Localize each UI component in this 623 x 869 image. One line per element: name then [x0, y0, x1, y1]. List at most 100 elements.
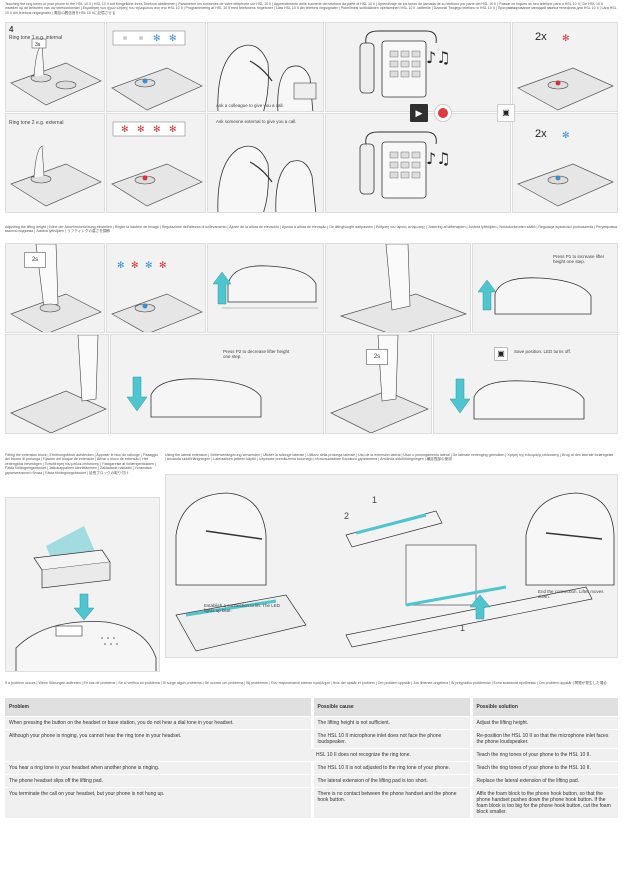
troubleshooting-table: Problem Possible cause Possible solution… — [5, 698, 618, 818]
lifter-lower-illustration — [449, 378, 585, 420]
save-icon: ▣ — [494, 347, 508, 361]
blue-star-icon: ✻ — [562, 131, 570, 141]
arrow-down-icon — [449, 378, 471, 414]
record-icon — [434, 104, 452, 122]
desk-phone-illustration: ♪♫ — [359, 131, 451, 199]
table-row: You terminate the call on your headset, … — [5, 787, 618, 818]
panel-base-station-ring2: Ring tone 2 e.g. external — [5, 113, 105, 213]
save-note: Save position. LED turns off. — [514, 349, 571, 354]
panel-phone-ringing-1: ♪♫ — [325, 22, 511, 112]
ask-external-note: Ask someone external to give you a call. — [216, 119, 297, 124]
cause-cell: The HSL 10 II microphone inlet does not … — [310, 729, 471, 749]
header-problem: Problem — [5, 698, 312, 717]
cause-cell: The lateral extension of the lifting pad… — [310, 774, 471, 788]
end-connection-note: End the connection. Lifter moves down. — [538, 589, 604, 600]
lifter-raise-illustration — [212, 265, 318, 309]
arrow-down-icon — [126, 376, 148, 412]
panel-lifter-up — [207, 243, 324, 333]
arrow-down-icon — [73, 593, 95, 621]
section-header-teach-ringtones: Teaching the ring tones of your phone to… — [5, 2, 617, 15]
desk-phone-illustration: ♪♫ — [359, 30, 451, 98]
led-flashing-illustration: ✻ ✻ ✻ ✻ — [111, 261, 203, 332]
svg-text:✻: ✻ — [159, 261, 167, 271]
header-cause: Possible cause — [310, 698, 471, 717]
finger-press-illustration — [339, 244, 468, 332]
lifter-lower-illustration — [126, 376, 262, 418]
arrow-up-icon — [477, 279, 497, 311]
multiplier-2: 2x — [535, 128, 547, 140]
lifter-raise-illustration — [477, 277, 592, 315]
cause-cell: The lifting height is not sufficient. — [310, 716, 471, 730]
led-indicator-illustration: ✻ ✻ ✻ ✻ — [111, 121, 203, 207]
table-row: When pressing the button on the headset … — [5, 716, 618, 730]
establish-connection-note: Establish a connection to lift. The LED … — [204, 603, 280, 614]
svg-text:✻: ✻ — [145, 261, 153, 271]
svg-text:✻: ✻ — [117, 261, 125, 271]
finger-press-illustration — [10, 244, 102, 332]
panel-press-p2-finger — [5, 334, 109, 434]
panel-press-p1: Press P1 to increase lifter height one s… — [472, 243, 618, 333]
base-station-led-illustration: ✻ — [517, 34, 614, 111]
problem-cell: The phone headset slips off the lifting … — [5, 774, 312, 788]
panel-external-call: Ask someone external to give you a call. — [207, 113, 324, 213]
svg-text:✻: ✻ — [153, 34, 161, 44]
section-header-adjust-height: Adjusting the lifting height | Höhe der … — [5, 225, 617, 234]
panel-led-ring2: ✻ ✻ ✻ ✻ — [106, 113, 206, 213]
section-header-lateral-extension: Using the lateral extension | Seitenverl… — [165, 453, 614, 462]
ring1-label: Ring tone 1 e.g. internal — [9, 35, 63, 41]
panel-led-confirm-1: ✻ 2x — [512, 22, 618, 112]
panel-lateral-extension: Establish a connection to lift. The LED … — [165, 474, 618, 658]
table-row: The phone headset slips off the lifting … — [5, 774, 618, 788]
svg-text:✻: ✻ — [169, 125, 177, 135]
play-icon: ▶ — [410, 104, 428, 122]
svg-text:✻: ✻ — [121, 125, 129, 135]
svg-text:✻: ✻ — [131, 261, 139, 271]
panel-phone-ringing-2: ♪♫ — [325, 113, 511, 213]
step-num-1-b: 1 — [460, 623, 466, 633]
panel-led-flashing: ✻ ✻ ✻ ✻ — [106, 243, 206, 333]
section-header-extension-block: Fitting the extension block | Erhöhungsb… — [5, 453, 159, 475]
finger-press-illustration — [10, 335, 107, 433]
panel-base-station-ring1: 3s 4 Ring tone 1 e.g. internal — [5, 22, 105, 112]
lateral-extension-illustration — [175, 492, 615, 652]
svg-text:✻: ✻ — [169, 34, 177, 44]
table-header-row: Problem Possible cause Possible solution — [5, 698, 618, 717]
ask-colleague-note: Ask a colleague to give you a call. — [216, 103, 284, 108]
panel-led-confirm-2: ✻ 2x — [512, 113, 618, 213]
step-number: 4 — [9, 25, 14, 34]
panel-led-ring1: ✻ ✻ — [106, 22, 206, 112]
step-num-1-a: 1 — [372, 495, 378, 505]
solution-cell: Teach the ring tones of your phone to th… — [469, 761, 618, 775]
svg-text:3s: 3s — [35, 42, 41, 48]
music-notes-icon: ♪♫ — [426, 149, 451, 168]
music-notes-icon: ♪♫ — [426, 48, 451, 67]
problem-cell: You terminate the call on your headset, … — [5, 787, 312, 818]
timer-2s-badge: 2s — [24, 252, 46, 268]
panel-colleague-call: Ask a colleague to give you a call. — [207, 22, 324, 112]
arrow-up-icon — [469, 594, 491, 620]
cause-cell: The HSL 10 II is not adjusted to the rin… — [310, 761, 471, 775]
svg-text:✻: ✻ — [153, 125, 161, 135]
ring2-label: Ring tone 2 e.g. external — [9, 120, 64, 126]
solution-cell: Replace the lateral extension of the lif… — [469, 774, 618, 788]
panel-press-2s: 2s — [5, 243, 105, 333]
solution-cell: Adjust the lifting height. — [469, 716, 618, 730]
table-row: You hear a ring tone in your headset whe… — [5, 761, 618, 775]
extension-block-illustration — [15, 526, 157, 671]
cause-cell: There is no contact between the phone ha… — [310, 787, 471, 818]
panel-extension-block — [5, 497, 160, 672]
panel-press-p1-finger — [325, 243, 471, 333]
press-p2-note: Press P2 to decrease lifter height one s… — [223, 349, 290, 360]
problem-cell: When pressing the button on the headset … — [5, 716, 312, 730]
problem-cell: Although your phone is ringing, you cann… — [5, 729, 312, 762]
step-num-2: 2 — [344, 511, 350, 521]
solution-cell: Affix the foam block to the phone hook b… — [469, 787, 618, 818]
svg-text:✻: ✻ — [137, 125, 145, 135]
multiplier-1: 2x — [535, 31, 547, 43]
table-row: HSL 10 II does not recognize the ring to… — [5, 748, 618, 762]
arrow-up-icon — [212, 271, 232, 305]
table-row: Although your phone is ringing, you cann… — [5, 729, 618, 762]
solution-cell: Re-position the HSL 10 II so that the mi… — [469, 729, 618, 749]
base-station-illustration — [10, 145, 102, 207]
panel-save-position: ▣ Save position. LED turns off. — [433, 334, 618, 434]
